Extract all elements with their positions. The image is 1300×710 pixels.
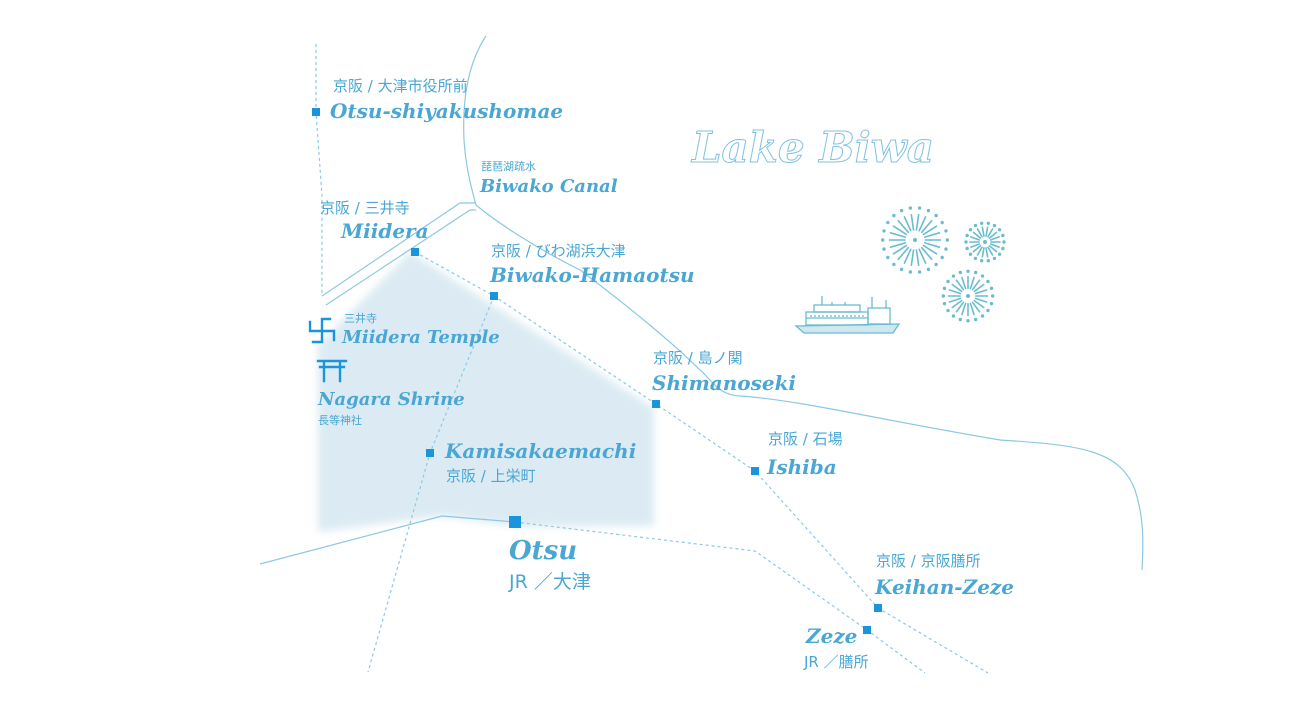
station-marker-kamisakaemachi[interactable] [426,449,434,457]
fireworks-icon [881,206,1006,323]
otsu-shiyakushomae-jp-label: 京阪 / 大津市役所前 [333,77,468,95]
lake-shoreline [463,35,1144,571]
temple-manji-icon [308,317,336,344]
miidera-temple-jp-label: 三井寺 [344,311,377,325]
keihan-zeze-jp-label: 京阪 / 京阪膳所 [876,552,981,570]
firework-burst [881,206,949,274]
station-marker-miidera[interactable] [411,248,419,256]
station-marker-otsu-shiyakushomae[interactable] [312,108,320,116]
station-marker-biwako-hamaotsu[interactable] [490,292,498,300]
station-marker-shimanoseki[interactable] [652,400,660,408]
torii-shrine-icon [316,359,348,383]
biwako-canal-label: Biwako Canal [479,176,618,197]
biwako-canal-jp-label: 琵琶湖疏水 [481,159,536,173]
miidera-label[interactable]: Miidera [340,219,429,243]
otsu-shiyakushomae-label[interactable]: Otsu-shiyakushomae [330,99,563,123]
otsu-jp-label: JR ／大津 [508,571,591,593]
miidera-temple-label[interactable]: Miidera Temple [341,327,500,348]
biwako-canal-channel [321,202,476,306]
station-marker-ishiba[interactable] [751,467,759,475]
station-marker-otsu[interactable] [509,516,521,528]
nagara-shrine-jp-label: 長等神社 [318,413,362,427]
firework-burst [964,221,1006,263]
paddle-steamer-boat-icon [794,296,901,334]
shimanoseki-label[interactable]: Shimanoseki [652,371,796,395]
firework-burst [941,269,995,323]
lake-biwa-title: Lake Biwa [691,123,934,172]
biwako-hamaotsu-label[interactable]: Biwako-Hamaotsu [489,263,695,287]
ishiba-label[interactable]: Ishiba [766,455,837,479]
biwako-hamaotsu-jp-label: 京阪 / びわ湖浜大津 [491,242,626,260]
ishiba-jp-label: 京阪 / 石場 [768,430,843,448]
shimanoseki-jp-label: 京阪 / 島ノ関 [653,349,743,367]
otsu-label[interactable]: Otsu [509,536,577,566]
station-marker-zeze[interactable] [863,626,871,634]
kamisakaemachi-label[interactable]: Kamisakaemachi [444,439,636,463]
keihan-ishiyama-sakamoto-line [315,44,989,674]
zeze-jp-label: JR ／膳所 [803,653,869,671]
miidera-jp-label: 京阪 / 三井寺 [320,199,410,217]
jr-line-west [259,515,516,565]
jr-line-east [514,521,926,674]
kamisakaemachi-jp-label: 京阪 / 上栄町 [446,467,536,485]
zeze-label[interactable]: Zeze [805,624,857,648]
central-area-shading [318,252,654,532]
station-marker-keihan-zeze[interactable] [874,604,882,612]
nagara-shrine-label[interactable]: Nagara Shrine [317,389,465,410]
keihan-zeze-label[interactable]: Keihan-Zeze [874,575,1014,599]
